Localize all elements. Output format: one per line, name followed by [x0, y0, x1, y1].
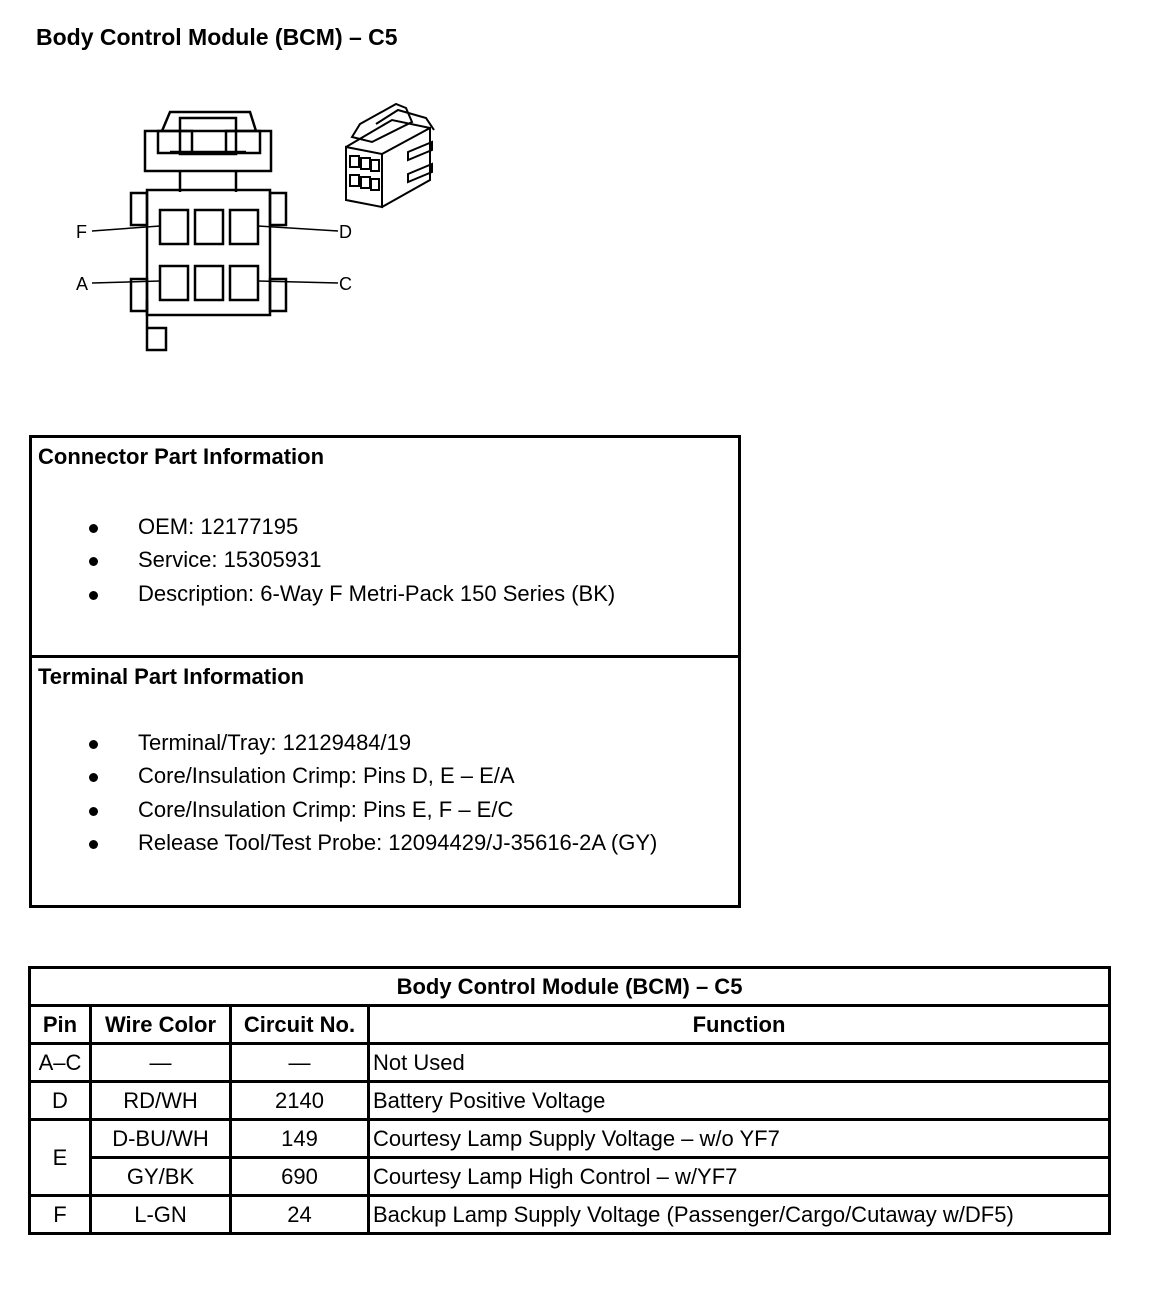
- list-item: Service: 15305931: [32, 547, 615, 580]
- cell-circuit: 690: [229, 1156, 370, 1197]
- cavity-d: [228, 208, 260, 246]
- bullet-icon: [89, 557, 98, 567]
- cavity-e: [193, 208, 225, 246]
- latch-hump: [160, 110, 258, 132]
- list-item: Core/Insulation Crimp: Pins E, F – E/C: [32, 797, 657, 830]
- cell-wire-color: RD/WH: [89, 1080, 232, 1121]
- connector-part-list: OEM: 12177195 Service: 15305931 Descript…: [32, 514, 615, 614]
- connector-top-latch: [143, 129, 273, 173]
- iso-side-rib-2: [407, 162, 433, 184]
- right-rib-bottom: [268, 277, 288, 313]
- table-row: GY/BK 690 Courtesy Lamp High Control – w…: [30, 1156, 1111, 1197]
- table-row: F L-GN 24 Backup Lamp Supply Voltage (Pa…: [28, 1194, 1111, 1235]
- connector-diagram: F D A C: [76, 102, 435, 352]
- cell-pin: D: [28, 1080, 92, 1121]
- iso-cavity-2: [360, 157, 371, 170]
- pin-label-c: C: [339, 274, 352, 294]
- cell-circuit: —: [229, 1042, 370, 1083]
- iso-cavity-6: [370, 178, 380, 191]
- terminal-part-list: Terminal/Tray: 12129484/19 Core/Insulati…: [32, 730, 657, 863]
- list-item: OEM: 12177195: [32, 514, 615, 547]
- cell-function: Courtesy Lamp Supply Voltage – w/o YF7: [367, 1118, 1111, 1159]
- cavity-f: [158, 208, 190, 246]
- cell-wire-color: —: [89, 1042, 232, 1083]
- left-rib-bottom: [129, 277, 149, 313]
- cell-function: Battery Positive Voltage: [367, 1080, 1111, 1121]
- terminal-part-information: Terminal Part Information Terminal/Tray:…: [32, 658, 738, 905]
- cavity-b: [193, 264, 225, 302]
- cell-circuit: 24: [229, 1194, 370, 1235]
- list-item: Core/Insulation Crimp: Pins D, E – E/A: [32, 763, 657, 796]
- iso-top-edge: [345, 118, 431, 148]
- iso-latch-arm: [375, 108, 435, 131]
- latch-left-tab: [156, 129, 194, 155]
- connector-foot: [145, 300, 168, 352]
- iso-latch: [350, 102, 414, 144]
- cavity-c: [228, 264, 260, 302]
- cell-wire-color: L-GN: [89, 1194, 232, 1235]
- connector-isometric-view: [345, 102, 435, 209]
- column-header-wire-color: Wire Color: [89, 1004, 232, 1045]
- pin-function-table: Body Control Module (BCM) – C5 Pin Wire …: [28, 966, 1111, 1235]
- bullet-icon: [89, 773, 98, 783]
- left-rib-top: [129, 191, 149, 227]
- cell-function: Not Used: [367, 1042, 1111, 1083]
- list-item: Release Tool/Test Probe: 12094429/J-3561…: [32, 830, 657, 863]
- bullet-icon: [89, 740, 98, 749]
- list-item: Terminal/Tray: 12129484/19: [32, 730, 657, 763]
- terminal-part-information-title: Terminal Part Information: [38, 664, 305, 689]
- table-header-row: Pin Wire Color Circuit No. Function: [28, 1004, 1111, 1045]
- cell-function: Backup Lamp Supply Voltage (Passenger/Ca…: [367, 1194, 1111, 1235]
- iso-cavity-5: [360, 176, 371, 189]
- list-item: Description: 6-Way F Metri-Pack 150 Seri…: [32, 581, 615, 614]
- latch-right-tab: [224, 129, 262, 155]
- right-rib-top: [268, 191, 288, 227]
- pin-leader-lines: [91, 225, 339, 284]
- cell-wire-color: D-BU/WH: [89, 1118, 232, 1159]
- column-header-function: Function: [367, 1004, 1111, 1045]
- cell-pin: E: [28, 1118, 92, 1197]
- bullet-icon: [89, 524, 98, 533]
- column-header-pin: Pin: [28, 1004, 92, 1045]
- iso-cavity-3: [370, 159, 380, 172]
- connector-body: [145, 188, 272, 317]
- pin-label-d: D: [339, 222, 352, 242]
- cell-function: Courtesy Lamp High Control – w/YF7: [367, 1156, 1111, 1197]
- bullet-icon: [89, 590, 98, 600]
- iso-cavity-4: [349, 174, 360, 187]
- connector-part-information-title: Connector Part Information: [38, 444, 325, 469]
- table-row: E D-BU/WH 149 Courtesy Lamp Supply Volta…: [28, 1118, 1111, 1197]
- bullet-icon: [89, 806, 98, 816]
- column-header-circuit-no: Circuit No.: [229, 1004, 370, 1045]
- connector-face-drawing: [129, 110, 288, 352]
- page-title: Body Control Module (BCM) – C5: [36, 24, 398, 50]
- part-information-box: Connector Part Information OEM: 12177195…: [29, 435, 741, 908]
- table-row: A–C — — Not Used: [28, 1042, 1111, 1083]
- pin-label-f: F: [76, 222, 87, 242]
- connector-part-information: Connector Part Information OEM: 12177195…: [32, 438, 738, 658]
- cell-wire-color: GY/BK: [89, 1156, 232, 1197]
- iso-side-rib-1: [407, 140, 433, 162]
- cell-pin: A–C: [28, 1042, 92, 1083]
- cell-circuit: 149: [229, 1118, 370, 1159]
- cell-pin: F: [28, 1194, 92, 1235]
- pin-label-a: A: [76, 274, 88, 294]
- cavity-a: [158, 264, 190, 302]
- table-row: D RD/WH 2140 Battery Positive Voltage: [28, 1080, 1111, 1121]
- latch-center: [178, 116, 238, 156]
- iso-cavity-1: [349, 155, 360, 168]
- table-title: Body Control Module (BCM) – C5: [28, 966, 1111, 1007]
- bullet-icon: [89, 839, 98, 849]
- cell-circuit: 2140: [229, 1080, 370, 1121]
- iso-side-face: [381, 126, 431, 208]
